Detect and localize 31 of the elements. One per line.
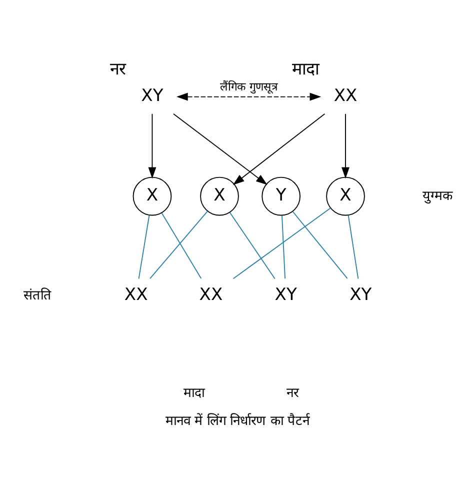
node-text: XY [141, 85, 164, 106]
connector [150, 210, 208, 279]
node-circle: X [326, 176, 365, 216]
node-text: XX [334, 85, 358, 106]
node-text: XX [199, 284, 223, 304]
label: नर [286, 385, 298, 400]
arrow [148, 112, 156, 178]
connector [348, 214, 359, 279]
node-circle: Y [262, 176, 301, 216]
node-text: XY [274, 284, 297, 304]
arrow [232, 112, 326, 184]
connector [138, 214, 150, 279]
label: संतति [24, 288, 52, 303]
node-circle: X [200, 176, 239, 216]
node-text: XX [124, 284, 148, 304]
label: मादा [183, 385, 204, 400]
node-circle: X [132, 176, 172, 216]
node-label: नर [110, 58, 126, 79]
label: युग्मक [422, 188, 452, 204]
arrow [173, 112, 268, 184]
node-text: XY [350, 284, 372, 304]
arrow [342, 112, 350, 178]
caption: मानव में लिंग निर्धारण का पैटर्न [165, 413, 310, 428]
connector [229, 212, 276, 279]
connector [282, 214, 286, 278]
connector [232, 207, 332, 279]
connector [161, 212, 202, 279]
connector [292, 210, 348, 278]
edge-label: लैंगिक गुणसूत्र [220, 79, 278, 94]
node-label: मादा [292, 58, 320, 79]
arrow [176, 92, 322, 100]
